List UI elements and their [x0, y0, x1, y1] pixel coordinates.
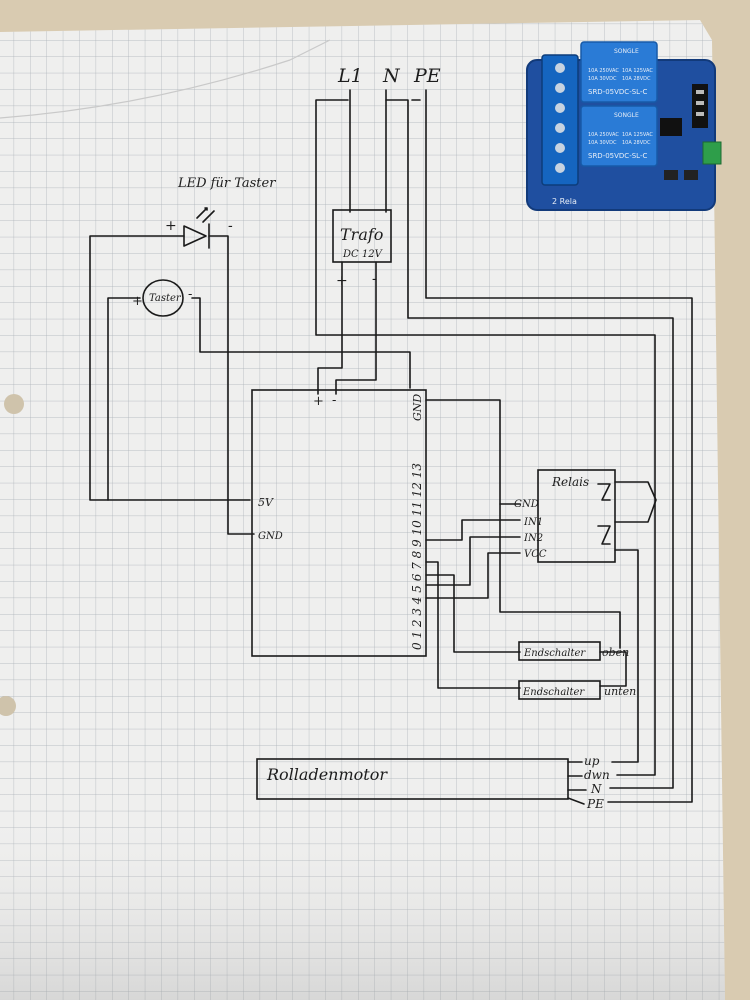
relay-box-title: Relais	[551, 475, 589, 489]
trafo-minus: -	[372, 271, 377, 287]
motor-n: N	[590, 782, 602, 796]
taster-label: Taster	[149, 293, 182, 304]
motor-name: Rolladenmotor	[266, 765, 388, 784]
relay-module-photo: SONGLE 10A 250VAC 10A 125VAC 10A 30VDC 1…	[526, 41, 722, 211]
endschalter-unten-name: Endschalter	[522, 687, 585, 698]
relay-module-footer: 2 Rela	[552, 197, 577, 206]
relay-2-rating-b: 10A 125VAC	[622, 132, 653, 138]
relay-module-jumper	[702, 141, 722, 165]
led-plus: +	[165, 218, 177, 234]
relay-terminal-block	[541, 54, 579, 186]
relay-box-in2: IN2	[523, 533, 543, 544]
board-pin-gnd: GND	[258, 531, 283, 542]
supply-n-label: N	[382, 65, 401, 87]
mains-supply: L1 N PE	[337, 65, 441, 87]
led: LED für Taster + -	[89, 176, 276, 535]
board-pin-5v: 5V	[258, 496, 274, 509]
relay-1-brand: SONGLE	[614, 48, 639, 55]
paper-sheet	[0, 20, 725, 1000]
relay-2-brand: SONGLE	[614, 112, 639, 119]
microcontroller-board: + - 5V GND GND 0 1 2 3 4 5 6 7 8 9 10 11…	[251, 389, 427, 657]
board-relay-wires	[425, 399, 627, 689]
mains-wires	[315, 89, 693, 803]
taster-minus: -	[188, 287, 192, 302]
led-caption: LED für Taster	[177, 176, 276, 191]
taster: Taster + -	[107, 279, 411, 501]
rolladenmotor: Rolladenmotor up dwn N PE	[256, 754, 610, 811]
relay-1-rating-b: 10A 125VAC	[622, 68, 653, 74]
taster-plus: +	[132, 294, 143, 309]
endschalter-unten-position: unten	[604, 685, 636, 698]
trafo-name: Trafo	[340, 225, 383, 244]
endschalter-oben-position: oben	[602, 646, 629, 659]
trafo: Trafo DC 12V + -	[332, 209, 392, 289]
relay-2-rating-c: 10A 30VDC	[588, 140, 617, 146]
relay-box-in1: IN1	[523, 517, 543, 528]
relay-1-model: SRD-05VDC-SL-C	[588, 88, 647, 96]
relay-box-vcc: VCC	[524, 549, 547, 560]
motor-down: dwn	[584, 768, 610, 782]
led-minus: -	[228, 218, 233, 234]
relay-2-rating-a: 10A 250VAC	[588, 132, 619, 138]
board-minus: -	[332, 393, 336, 408]
relay-1-rating-c: 10A 30VDC	[588, 76, 617, 82]
relay-2-model: SRD-05VDC-SL-C	[588, 152, 647, 160]
relay-1-rating-a: 10A 250VAC	[588, 68, 619, 74]
relay-1-rating-d: 10A 28VDC	[622, 76, 651, 82]
motor-up: up	[584, 754, 600, 768]
endschalter-oben-name: Endschalter	[523, 648, 586, 659]
trafo-rating: DC 12V	[342, 249, 384, 260]
motor-pe: PE	[586, 797, 604, 811]
supply-pe-label: PE	[413, 65, 441, 87]
relay-module-pin-header	[692, 84, 708, 128]
board-plus: +	[313, 394, 324, 409]
trafo-plus: +	[336, 273, 348, 289]
relay-2-rating-d: 10A 28VDC	[622, 140, 651, 146]
endschalter-unten: Endschalter unten	[518, 680, 636, 700]
board-pin-row: 0 1 2 3 4 5 6 7 8 9 10 11 12 13	[410, 463, 424, 650]
relay-box: Relais GND IN1 IN2 VCC	[514, 469, 657, 763]
endschalter-oben: Endschalter oben	[518, 641, 629, 661]
board-pin-gnd-top: GND	[411, 394, 424, 421]
punch-hole-bottom	[0, 696, 16, 716]
relay-box-gnd: GND	[514, 499, 539, 510]
relay-1	[580, 41, 658, 103]
supply-l1-label: L1	[337, 65, 363, 87]
punch-hole-top	[4, 394, 24, 414]
relay-2	[580, 105, 658, 167]
